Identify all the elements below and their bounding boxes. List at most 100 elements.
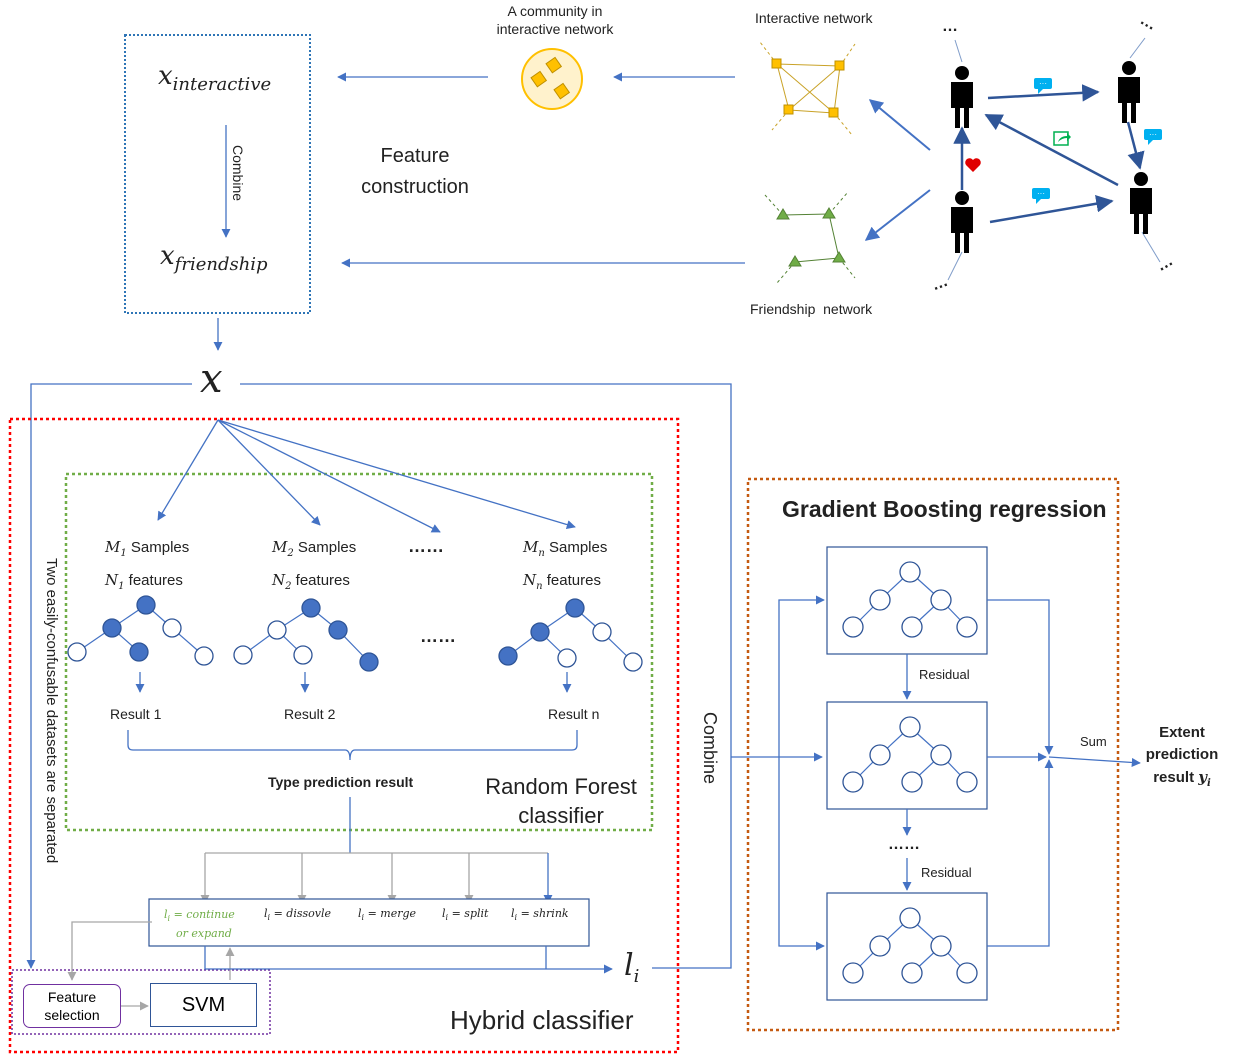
gbr-tree-node — [930, 744, 952, 766]
tree-ellipsis: …… — [420, 626, 456, 646]
gbr-tree-node — [869, 744, 891, 766]
heart-icon — [965, 158, 981, 172]
community-node — [545, 56, 563, 74]
gbr-output-line — [987, 759, 1054, 947]
x-fanout-arrows — [157, 419, 576, 533]
message-icon: ··· — [1144, 129, 1162, 145]
feature-construction-label: Feature construction — [361, 145, 469, 198]
gbr-tree-node — [956, 616, 978, 638]
tree-ellipsis: …… — [408, 536, 444, 556]
gbr-tree-node — [930, 589, 952, 611]
friendship-nodes — [776, 207, 846, 267]
gbr-ellipsis: …… — [888, 836, 920, 853]
person-icon — [1130, 172, 1152, 234]
people-to-interactive-arrow — [868, 99, 931, 151]
svg-text:···: ··· — [1037, 189, 1045, 198]
svg-text:···: ··· — [1039, 79, 1047, 88]
friendship-network-label: Friendship network — [750, 301, 873, 317]
label-dissolve: li = dissovle — [264, 907, 332, 923]
community-label: A community in interactive network — [496, 3, 614, 37]
people-dangling-edges — [947, 37, 1161, 281]
person-icon — [1118, 61, 1140, 123]
x-symbol: x — [200, 356, 223, 402]
labels-to-feature-selection — [67, 921, 152, 981]
tree-node — [136, 595, 156, 615]
gbr-tree-node — [901, 616, 923, 638]
person-icon — [951, 191, 973, 253]
sum-label: Sum — [1080, 734, 1107, 749]
tree-node — [592, 622, 612, 642]
x-interactive-label: xinteractive — [158, 61, 272, 95]
tree-node — [359, 652, 379, 672]
svm-region-box — [11, 969, 271, 1035]
gbr-tree-node — [899, 907, 921, 929]
tree-node — [67, 642, 87, 662]
message-icon: ··· — [1032, 188, 1050, 204]
gbr-box — [746, 477, 1120, 1032]
gbr-input-line — [778, 757, 825, 951]
tree-node — [293, 645, 313, 665]
separation-label: Two easily-confusable datasets are separ… — [43, 558, 60, 864]
community-node — [553, 82, 571, 100]
gbr-tree-node — [842, 771, 864, 793]
gbr-tree-node — [901, 962, 923, 984]
tree-node — [102, 618, 122, 638]
labels-box — [148, 898, 590, 947]
label-distribution-lines — [200, 852, 553, 904]
label-merge: li = merge — [358, 907, 417, 923]
label-continue: li = continue or expand — [164, 908, 235, 941]
message-icon: ··· — [1034, 78, 1052, 94]
random-forest-box — [64, 472, 654, 832]
tree-node — [301, 598, 321, 618]
tree-node — [129, 642, 149, 662]
tree-node — [498, 646, 518, 666]
gbr-tree-node — [899, 561, 921, 583]
hybrid-box — [8, 417, 680, 1054]
gbr-tree-node — [842, 616, 864, 638]
x-friendship-label: xfriendship — [160, 241, 268, 275]
tree-node — [194, 646, 214, 666]
svm-box: SVM — [150, 983, 257, 1027]
sum-arrow — [1048, 756, 1141, 768]
random-forest-trees — [67, 595, 643, 672]
gbr-trees — [842, 561, 978, 984]
community-node — [530, 70, 548, 88]
tree-caption: M2 Samples N2 features — [272, 538, 357, 592]
combine-label: Combine — [700, 712, 720, 785]
tree-node — [233, 645, 253, 665]
tree-node — [565, 598, 585, 618]
combine-vertical-label: Combine — [230, 145, 246, 202]
gbr-tree-node — [869, 935, 891, 957]
extent-result-label: Extent prediction result yi — [1145, 724, 1219, 789]
tree-node — [530, 622, 550, 642]
x-left-connector — [26, 383, 192, 969]
tree-node — [557, 648, 577, 668]
feature-selection-box: Feature selection — [23, 984, 121, 1028]
community-circle — [521, 48, 583, 110]
continue-to-output — [204, 946, 613, 974]
ellipsis-label: … — [942, 18, 958, 35]
feature-box — [124, 34, 311, 314]
gbr-output-line — [987, 599, 1054, 755]
people-edges — [953, 84, 1145, 224]
label-split: li = split — [442, 907, 489, 923]
gbr-tree-node — [901, 771, 923, 793]
gbr-tree-node — [869, 589, 891, 611]
svg-text:···: ··· — [1149, 130, 1157, 139]
tree-node — [162, 618, 182, 638]
residual-label: Residual — [921, 865, 972, 880]
output-li: li — [624, 948, 640, 987]
tree-result-arrows — [135, 672, 572, 693]
hybrid-title: Hybrid classifier — [450, 1005, 634, 1035]
tree-result-label: Result 1 — [110, 706, 162, 722]
result-brace — [127, 730, 578, 761]
share-icon — [1053, 131, 1071, 146]
type-prediction-label: Type prediction result — [268, 774, 414, 790]
gbr-tree-node — [930, 935, 952, 957]
gbr-title: Gradient Boosting regression — [782, 496, 1107, 522]
random-forest-title: Random Forest classifier — [485, 774, 637, 828]
label-shrink: li = shrink — [511, 907, 569, 923]
person-icon — [951, 66, 973, 128]
